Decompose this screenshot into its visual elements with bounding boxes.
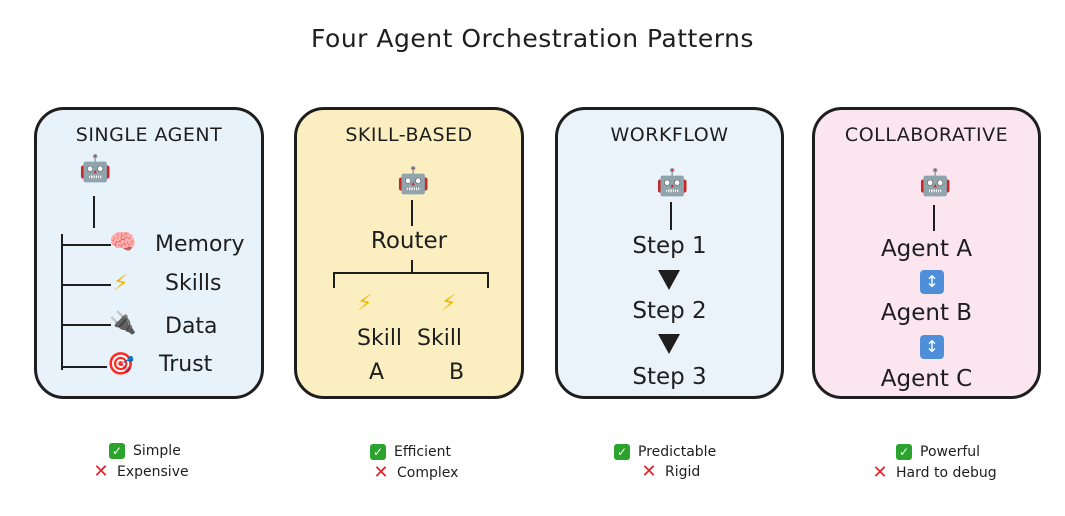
router-label: Router	[370, 228, 448, 254]
con-text: Expensive	[117, 464, 189, 480]
connector-line	[333, 272, 335, 288]
tree-branch-line	[61, 244, 111, 246]
tree-trunk-line	[61, 234, 63, 370]
page-title: Four Agent Orchestration Patterns	[311, 24, 754, 53]
updown-arrow-icon: ↕	[920, 270, 944, 294]
con-text: Rigid	[665, 464, 701, 480]
tree-item-label: Memory	[155, 232, 245, 257]
cross-icon: ✕	[93, 461, 109, 482]
down-arrow-icon	[658, 270, 680, 290]
robot-icon: 🤖	[397, 166, 430, 196]
connector-line	[487, 272, 489, 288]
con-text: Complex	[397, 465, 459, 481]
card-title: COLLABORATIVE	[844, 124, 1009, 146]
pro-text: Efficient	[394, 444, 451, 460]
branch-line	[333, 272, 489, 274]
lightning-icon: ⚡	[441, 291, 457, 316]
pro-text: Simple	[133, 443, 181, 459]
agent-label: Agent C	[880, 366, 973, 392]
skill-label: Skill	[357, 326, 403, 351]
skill-letter: A	[369, 360, 385, 385]
workflow-card: WORKFLOW 🤖 Step 1 Step 2 Step 3	[555, 107, 784, 399]
cross-icon: ✕	[641, 461, 657, 482]
step-label: Step 2	[632, 298, 707, 324]
cross-icon: ✕	[373, 462, 389, 483]
check-icon: ✓	[109, 443, 125, 459]
plug-icon: 🔌	[109, 311, 137, 336]
card-title: SINGLE AGENT	[75, 124, 223, 146]
check-icon: ✓	[614, 444, 630, 460]
connector-line	[670, 202, 672, 230]
skill-letter: B	[449, 360, 465, 385]
brain-icon: 🧠	[109, 230, 137, 255]
tree-item-label: Data	[165, 314, 218, 339]
check-icon: ✓	[896, 444, 912, 460]
pro-note: ✓ Simple	[109, 443, 181, 459]
connector-line	[93, 196, 95, 228]
card-title: WORKFLOW	[610, 124, 729, 146]
con-note: ✕ Complex	[373, 462, 459, 483]
tree-item-label: Skills	[165, 271, 222, 296]
step-label: Step 3	[632, 364, 707, 390]
con-note: ✕ Expensive	[93, 461, 189, 482]
down-arrow-icon	[658, 334, 680, 354]
robot-icon: 🤖	[656, 168, 689, 198]
target-icon: 🎯	[107, 352, 135, 377]
check-icon: ✓	[370, 444, 386, 460]
con-text: Hard to debug	[896, 465, 997, 481]
skill-label: Skill	[417, 326, 463, 351]
updown-arrow-icon: ↕	[920, 335, 944, 359]
card-title: SKILL-BASED	[345, 124, 473, 146]
agent-label: Agent B	[880, 300, 973, 326]
pro-text: Powerful	[920, 444, 981, 460]
cross-icon: ✕	[872, 462, 888, 483]
connector-line	[411, 200, 413, 226]
robot-icon: 🤖	[79, 154, 112, 184]
tree-branch-line	[61, 324, 111, 326]
con-note: ✕ Hard to debug	[872, 462, 997, 483]
lightning-icon: ⚡	[357, 291, 373, 316]
single-agent-card: SINGLE AGENT 🤖 🧠 Memory ⚡ Skills 🔌 Data …	[34, 107, 264, 399]
con-note: ✕ Rigid	[641, 461, 701, 482]
agent-label: Agent A	[880, 236, 973, 262]
robot-icon: 🤖	[919, 168, 952, 198]
connector-line	[933, 205, 935, 231]
step-label: Step 1	[632, 233, 707, 259]
lightning-icon: ⚡	[113, 271, 129, 296]
tree-branch-line	[61, 366, 107, 368]
collaborative-card: COLLABORATIVE 🤖 Agent A ↕ Agent B ↕ Agen…	[812, 107, 1041, 399]
pro-note: ✓ Predictable	[614, 444, 716, 460]
tree-branch-line	[61, 284, 111, 286]
skill-based-card: SKILL-BASED 🤖 Router ⚡ ⚡ Skill Skill A B	[294, 107, 524, 399]
tree-item-label: Trust	[159, 352, 213, 377]
pro-note: ✓ Powerful	[896, 444, 980, 460]
pro-text: Predictable	[638, 444, 717, 460]
pro-note: ✓ Efficient	[370, 444, 451, 460]
connector-line	[411, 260, 413, 272]
